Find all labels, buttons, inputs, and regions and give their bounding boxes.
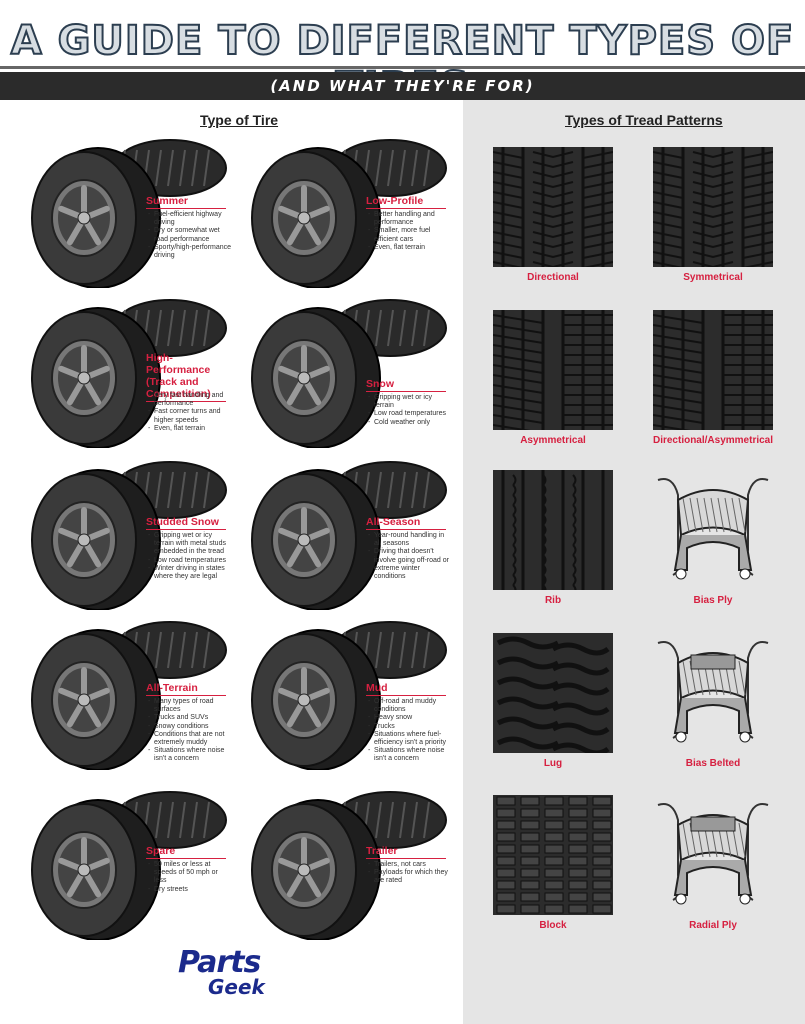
use-item: Situations where noise isn't a concern: [368, 747, 452, 763]
low-profile-tire-icon: [251, 139, 447, 288]
tread-patterns-heading: Types of Tread Patterns: [565, 112, 723, 128]
lug-tread-icon: [493, 633, 613, 753]
all-terrain-uses-list: Many types of road surfacesTrucks and SU…: [148, 698, 232, 764]
use-item: 50 miles or less at speeds of 50 mph or …: [148, 861, 232, 886]
use-item: Even, flat terrain: [148, 425, 232, 433]
block-tread-label: Block: [539, 920, 567, 931]
use-item: Very fast handling and performance: [148, 392, 232, 408]
radial-ply-construction-label: Radial Ply: [689, 920, 737, 931]
lug-tread-label: Lug: [543, 758, 563, 769]
use-item: Gripping wet or icy terrain: [368, 394, 452, 410]
symmetrical-tread-icon: [653, 147, 773, 267]
use-item: Dry streets: [148, 886, 232, 894]
page-subtitle: (And What They're For): [270, 77, 535, 95]
all-season-uses-list: Year-round handling in all seasonsDrivin…: [368, 532, 452, 581]
studded-snow-tire-icon: [31, 461, 227, 610]
mud-title: Mud: [366, 682, 446, 696]
mud-tire-icon: [251, 621, 447, 770]
use-item: Situations where fuel-efficiency isn't a…: [368, 731, 452, 747]
high-performance-track-and-competition-uses-list: Very fast handling and performanceFast c…: [148, 392, 232, 433]
use-item: Cold weather only: [368, 419, 452, 427]
snow-uses-list: Gripping wet or icy terrainLow road temp…: [368, 394, 452, 427]
trailer-tire-icon: [251, 791, 447, 940]
use-item: Winter driving in states where they are …: [148, 565, 232, 581]
logo-text-parts: Parts: [178, 945, 261, 980]
spare-title: Spare: [146, 845, 226, 859]
summer-title: Summer: [146, 195, 226, 209]
mud-uses-list: Off-road and muddy conditionsHeavy snowT…: [368, 698, 452, 764]
use-item: Smaller, more fuel efficient cars: [368, 227, 452, 243]
directional-asymmetrical-tread-label: Directional/Asymmetrical: [652, 435, 774, 446]
use-item: Trucks: [368, 723, 452, 731]
use-item: Trucks and SUVs: [148, 714, 232, 722]
bias-belted-construction-icon: [657, 641, 769, 743]
use-item: Even, flat terrain: [368, 244, 452, 252]
directional-tread-icon: [493, 147, 613, 267]
studded-snow-title: Studded Snow: [146, 516, 226, 530]
use-item: Payloads for which they are rated: [368, 869, 452, 885]
all-terrain-title: All-Terrain: [146, 682, 226, 696]
use-item: Many types of road surfaces: [148, 698, 232, 714]
trailer-title: Trailer: [366, 845, 446, 859]
tire-types-heading: Type of Tire: [200, 112, 279, 128]
bias-ply-construction-label: Bias Ply: [693, 595, 733, 606]
low-profile-title: Low-Profile: [366, 195, 446, 209]
spare-tire-icon: [31, 791, 227, 940]
use-item: Fast corner turns and higher speeds: [148, 408, 232, 424]
use-item: Trailers, not cars: [368, 861, 452, 869]
high-performance-track-and-competition-tire-icon: [31, 299, 227, 448]
rib-tread-icon: [493, 470, 613, 590]
summer-uses-list: Fuel-efficient highway drivingDry or som…: [148, 211, 232, 260]
spare-uses-list: 50 miles or less at speeds of 50 mph or …: [148, 861, 232, 894]
all-season-tire-icon: [251, 461, 447, 610]
block-tread-icon: [493, 795, 613, 915]
subtitle-band: [0, 72, 805, 100]
rib-tread-label: Rib: [544, 595, 562, 606]
bias-belted-construction-label: Bias Belted: [685, 758, 741, 769]
use-item: Gripping wet or icy terrain with metal s…: [148, 532, 232, 557]
use-item: Low road temperatures: [368, 410, 452, 418]
symmetrical-tread-label: Symmetrical: [683, 272, 743, 283]
use-item: Dry or somewhat wet road performance: [148, 227, 232, 243]
use-item: Heavy snow: [368, 714, 452, 722]
use-item: Situations where noise isn't a concern: [148, 747, 232, 763]
low-profile-uses-list: Better handling and performanceSmaller, …: [368, 211, 452, 252]
use-item: Snowy conditions: [148, 723, 232, 731]
title-stripe: [0, 66, 805, 69]
use-item: Year-round handling in all seasons: [368, 532, 452, 548]
snow-tire-icon: [251, 299, 447, 448]
snow-title: Snow: [366, 378, 446, 392]
use-item: Sporty/high-performance driving: [148, 244, 232, 260]
summer-tire-icon: [31, 139, 227, 288]
radial-ply-construction-icon: [657, 803, 769, 905]
bias-ply-construction-icon: [657, 478, 769, 580]
directional-asymmetrical-tread-icon: [653, 310, 773, 430]
use-item: Driving that doesn't involve going off-r…: [368, 548, 452, 581]
use-item: Better handling and performance: [368, 211, 452, 227]
use-item: Off-road and muddy conditions: [368, 698, 452, 714]
use-item: Low road temperatures: [148, 557, 232, 565]
all-season-title: All-Season: [366, 516, 446, 530]
directional-tread-label: Directional: [527, 272, 579, 283]
asymmetrical-tread-label: Asymmetrical: [520, 435, 586, 446]
all-terrain-tire-icon: [31, 621, 227, 770]
logo-text-geek: Geek: [208, 975, 265, 999]
asymmetrical-tread-icon: [493, 310, 613, 430]
trailer-uses-list: Trailers, not carsPayloads for which the…: [368, 861, 452, 886]
use-item: Conditions that are not extremely muddy: [148, 731, 232, 747]
studded-snow-uses-list: Gripping wet or icy terrain with metal s…: [148, 532, 232, 581]
use-item: Fuel-efficient highway driving: [148, 211, 232, 227]
